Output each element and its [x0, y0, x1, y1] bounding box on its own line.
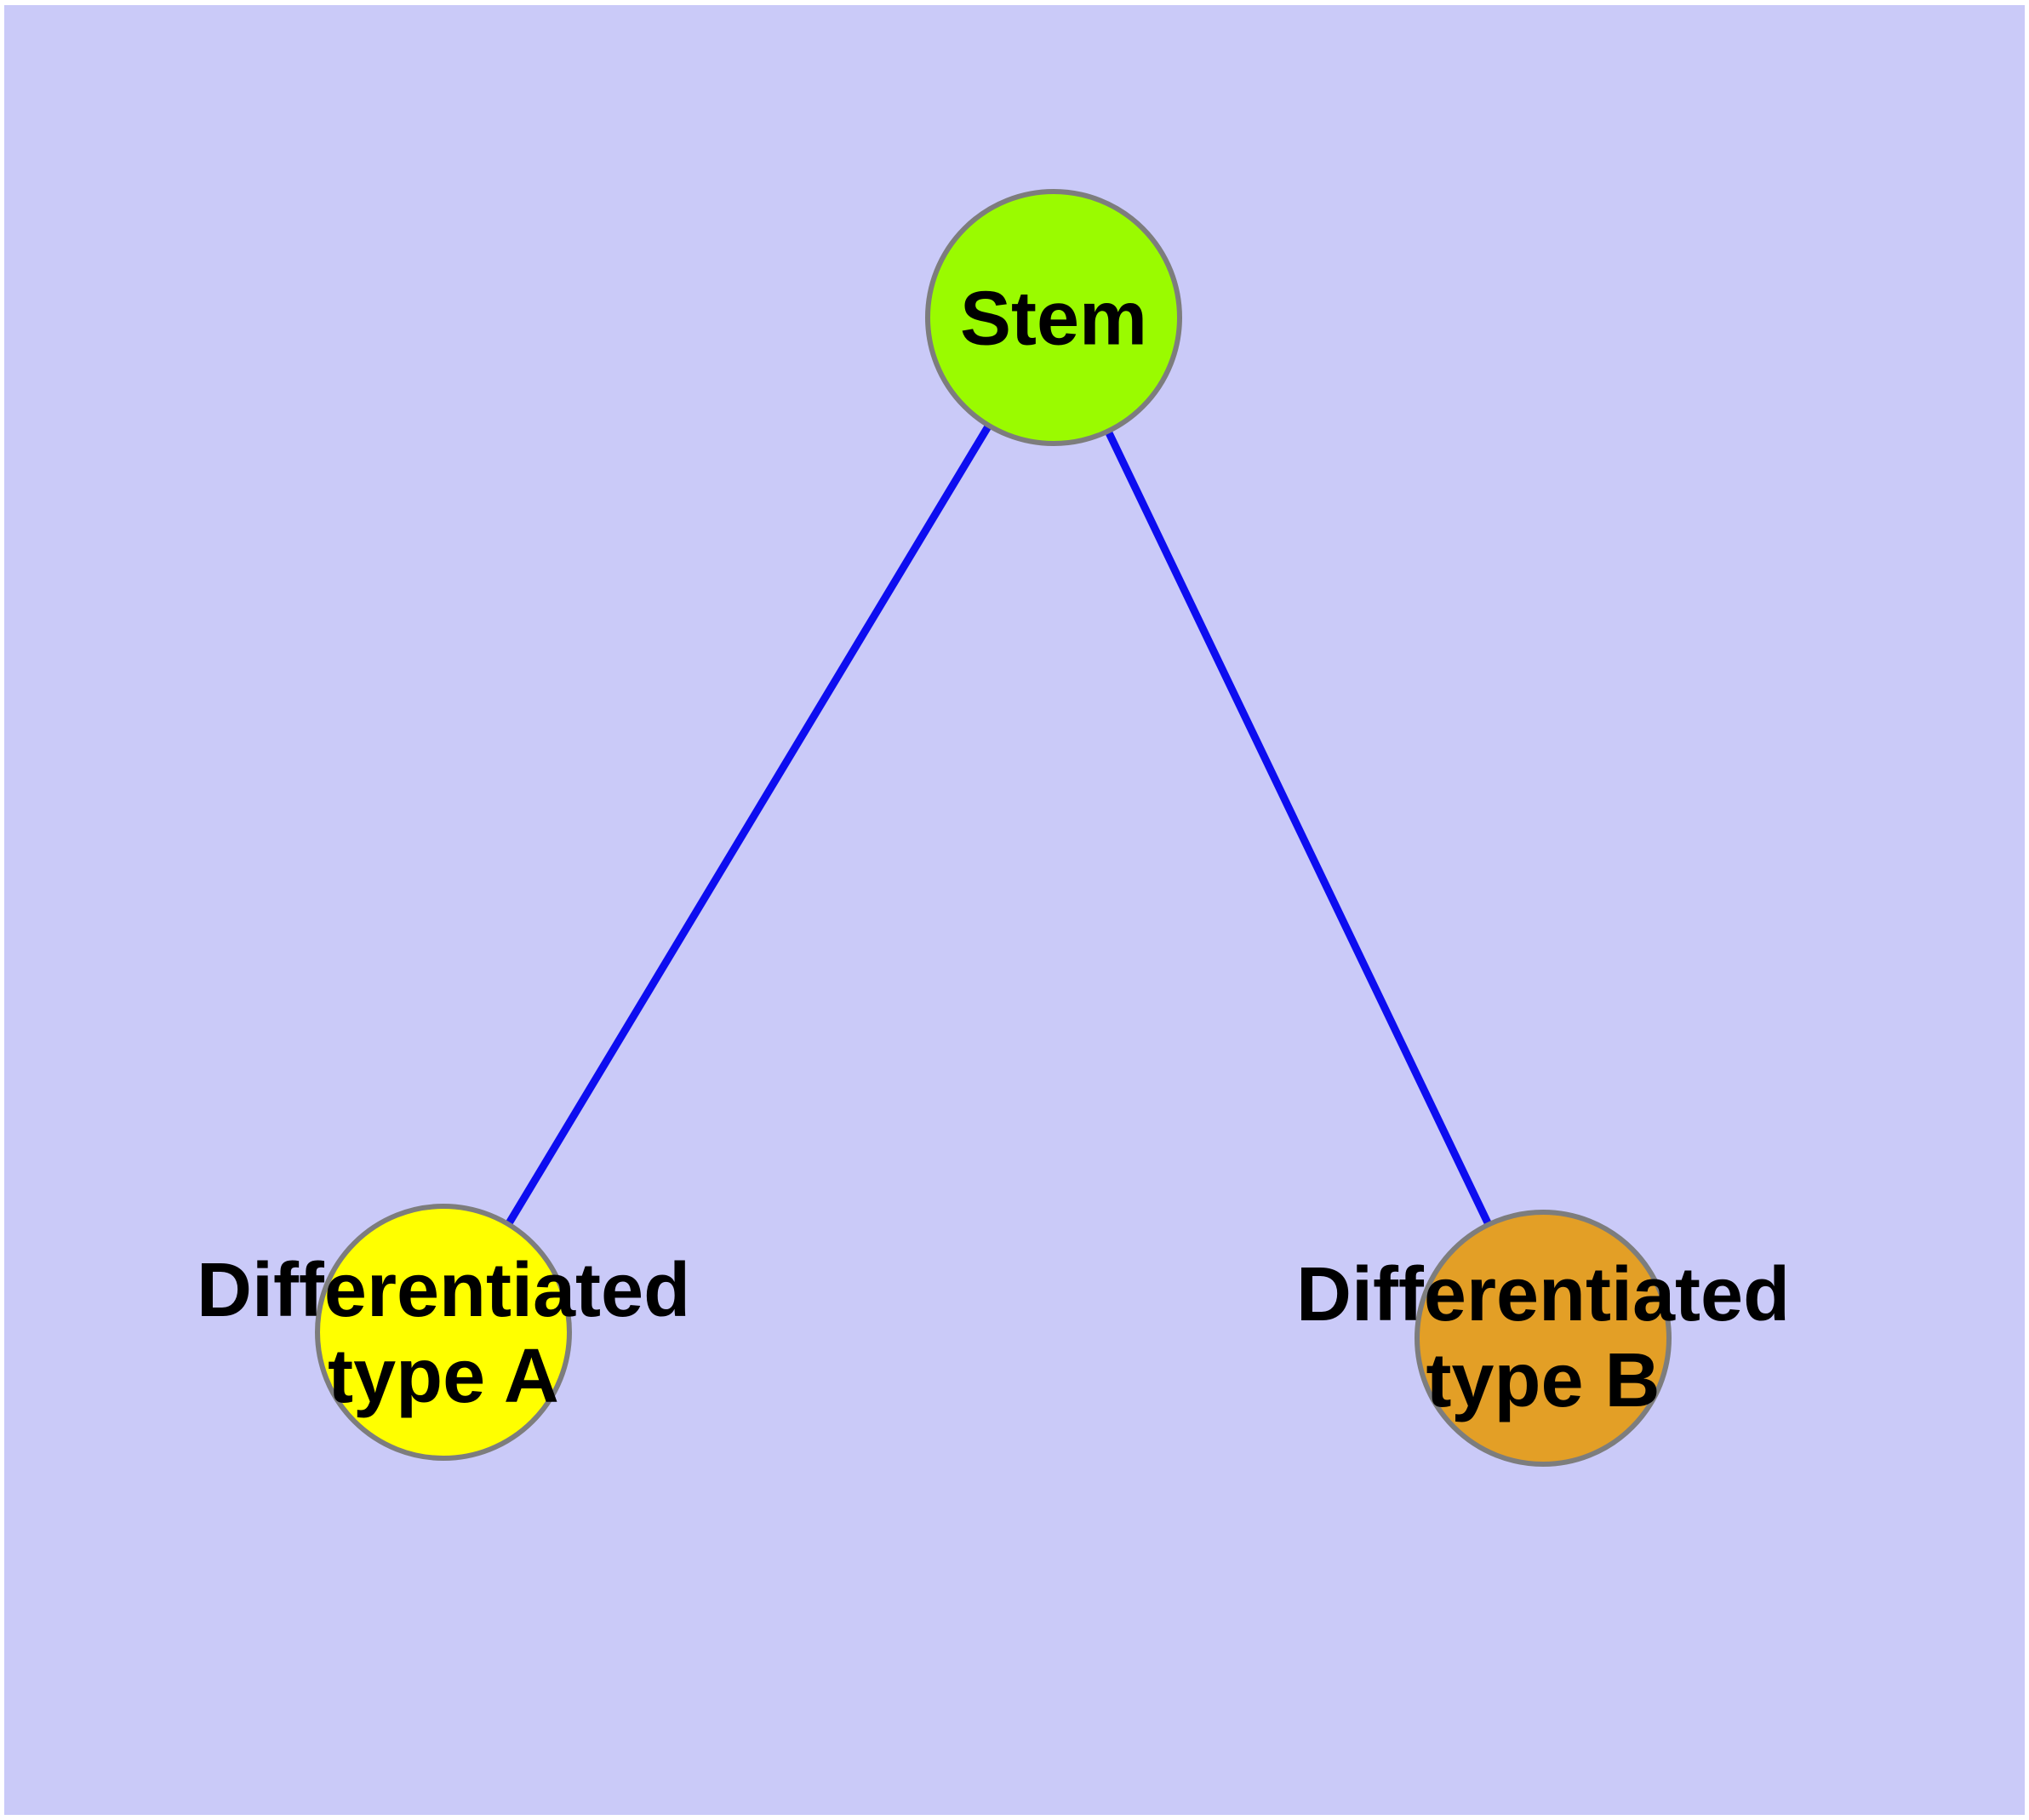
edge-stem-to-type-b: [1049, 316, 1547, 1340]
node-type-a-circle: [315, 1204, 572, 1461]
node-stem-circle: [925, 189, 1182, 446]
node-type-b-circle: [1415, 1210, 1672, 1467]
edge-stem-to-type-a: [440, 315, 1057, 1335]
